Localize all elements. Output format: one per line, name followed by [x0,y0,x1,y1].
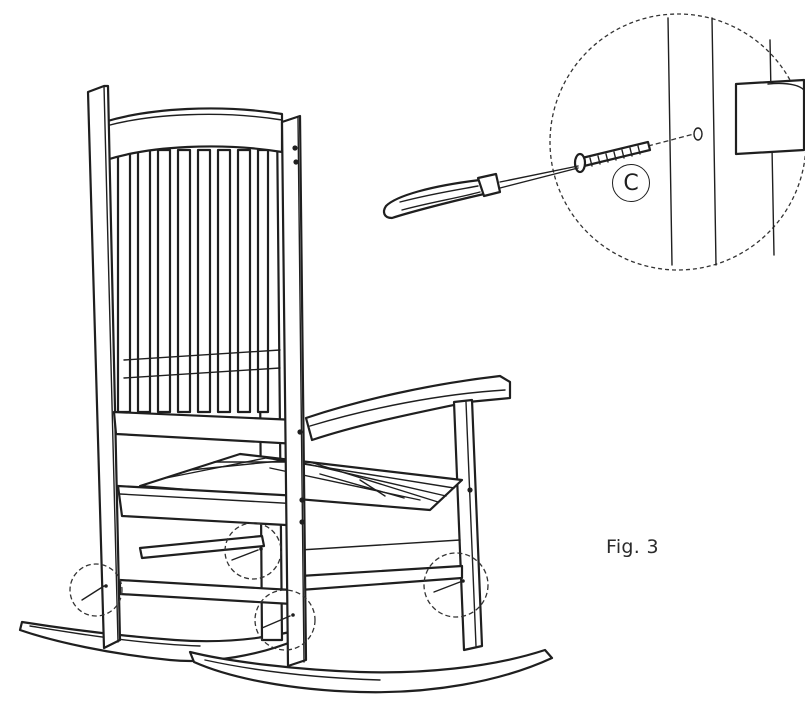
screw-location-front-left [254,589,316,651]
back-slats [116,148,281,414]
stretchers [118,534,464,606]
top-crest-rail [102,107,284,162]
right-rocker [188,648,554,694]
right-armrest [304,374,512,442]
screw-location-rear-right [224,522,282,580]
detail-magnifier [549,13,805,271]
rear-left-leg [86,84,122,650]
screwdriver [382,165,579,220]
front-left-post [280,114,473,668]
front-right-leg [452,398,484,652]
part-c-label: C [612,164,650,202]
figure-label: Fig. 3 [606,536,659,558]
screw-location-front-right [423,552,489,618]
screw-location-rear-left [69,563,123,617]
left-rocker [18,620,298,663]
